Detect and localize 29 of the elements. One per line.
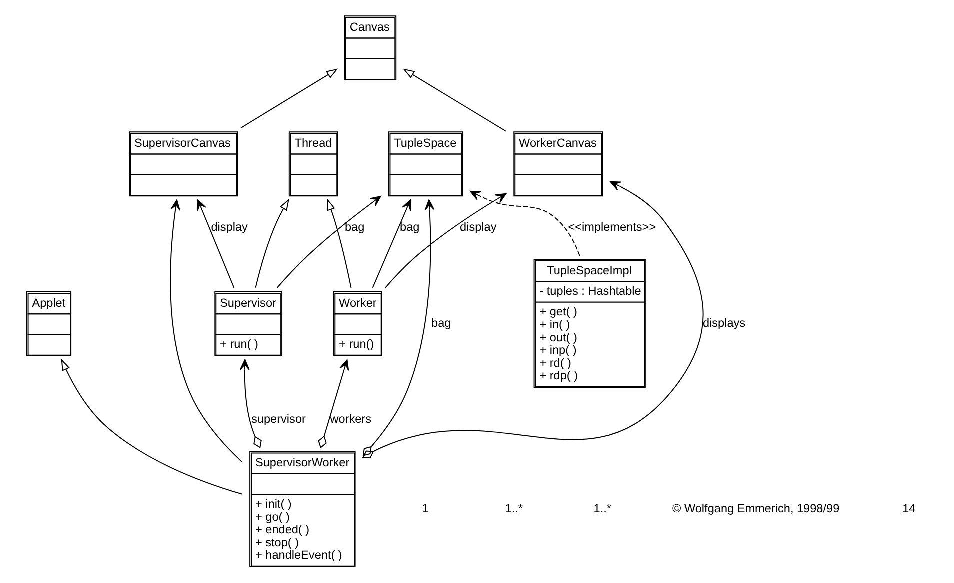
label: 1 xyxy=(422,501,428,516)
edge-label: supervisor xyxy=(251,412,306,426)
label: 1..* xyxy=(504,501,523,516)
edge-label: display xyxy=(460,220,496,234)
label: 1..* xyxy=(593,501,612,516)
label: © Wolfgang Emmerich, 1998/99 xyxy=(672,501,840,516)
arrow xyxy=(254,198,289,288)
arrow xyxy=(196,200,234,288)
arrow xyxy=(402,68,506,132)
edge-label: bag xyxy=(431,316,451,330)
edge-label: bag xyxy=(344,220,364,234)
arrow xyxy=(372,200,411,288)
arrow xyxy=(170,200,242,463)
label: 14 xyxy=(902,501,916,516)
arrow xyxy=(318,360,349,449)
edge-label: workers xyxy=(330,412,372,426)
arrow xyxy=(239,359,262,449)
edge-label: displays xyxy=(702,316,746,330)
arrow xyxy=(240,68,338,129)
arrow xyxy=(362,200,434,456)
arrow xyxy=(326,198,352,288)
arrow xyxy=(60,358,242,495)
arrow xyxy=(469,190,580,256)
edge-label: bag xyxy=(400,220,420,234)
arrow xyxy=(384,193,506,288)
arrow xyxy=(276,196,381,288)
arrow xyxy=(362,181,704,459)
edge-label: <<implements>> xyxy=(568,220,656,234)
edge-label: display xyxy=(210,220,248,234)
